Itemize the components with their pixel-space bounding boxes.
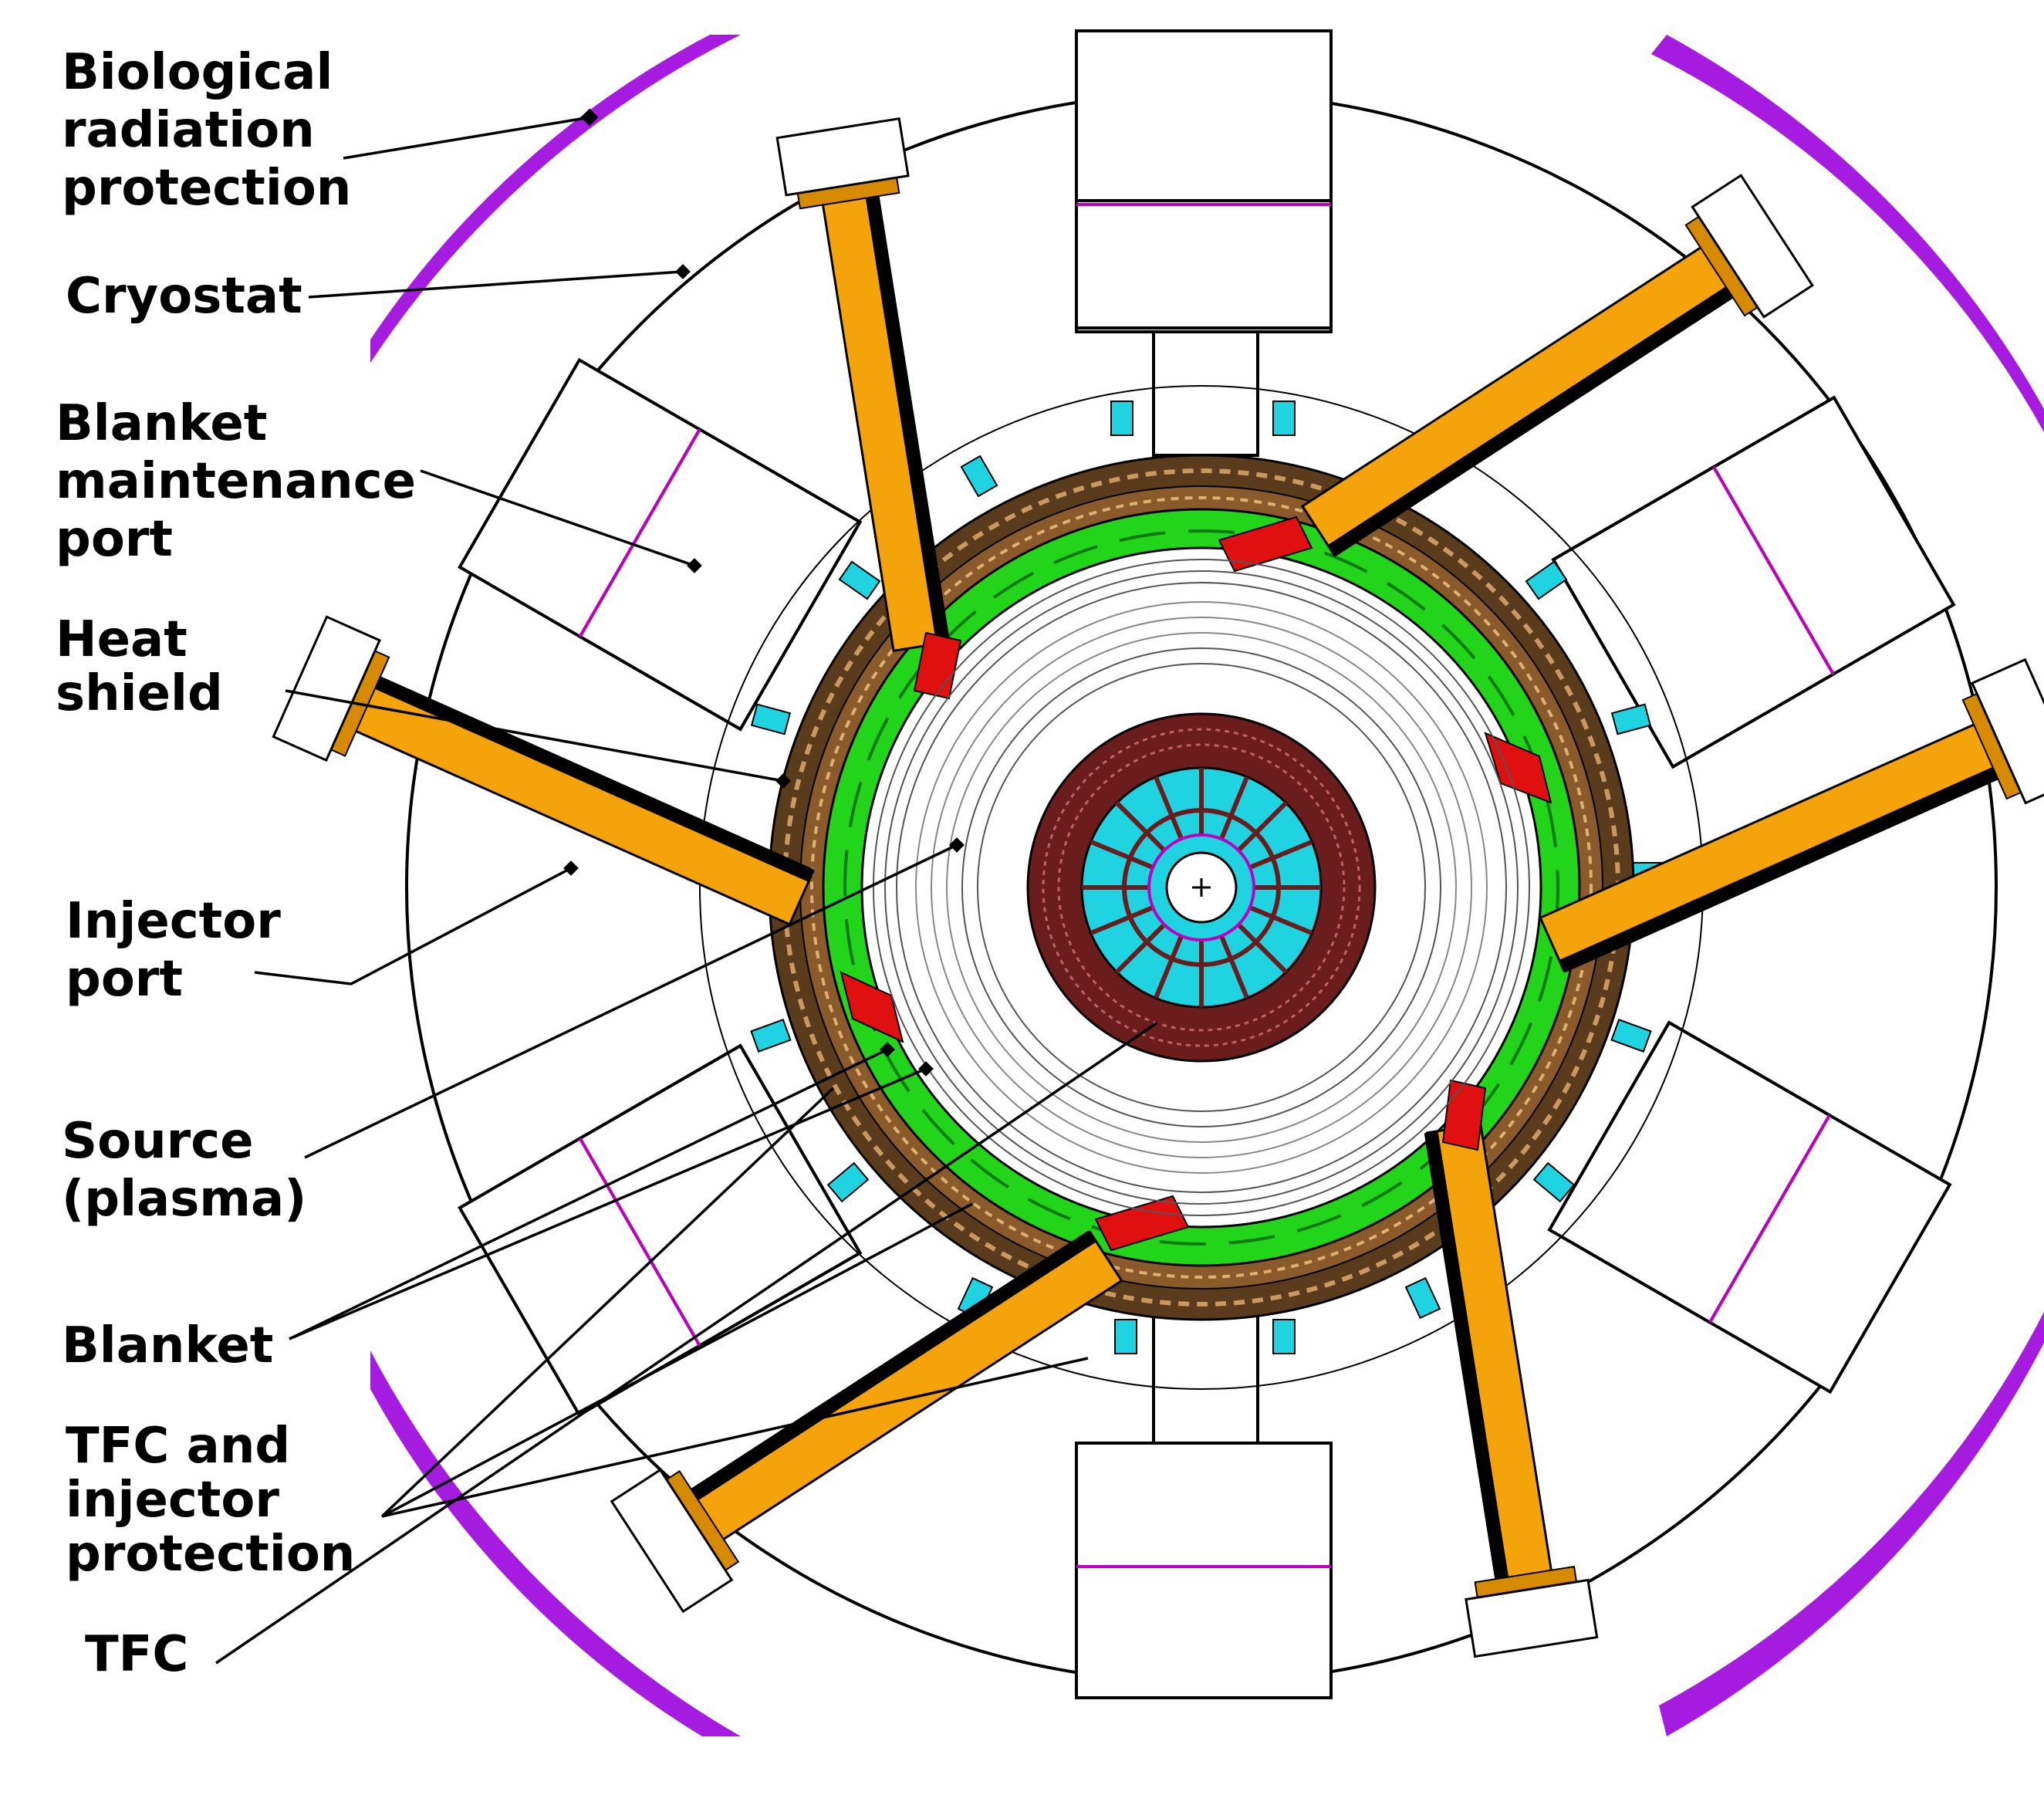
label-blanket: Blanket	[62, 1317, 273, 1374]
label-blanket-maintenance-port: Blanket maintenance port	[56, 395, 433, 568]
leader-lines	[215, 108, 1158, 1665]
tfc-segment-5	[1441, 1079, 1487, 1151]
leader-tfc-injector-3	[381, 1357, 1089, 1518]
label-tfc: TFC	[85, 1626, 188, 1683]
bio-shield-arc-bottom-right	[1659, 1312, 2044, 1736]
leader-source	[304, 843, 958, 1159]
leader-blanket-1	[289, 1048, 888, 1340]
tfc-segment-4	[840, 971, 904, 1043]
label-biological-radiation-protection: Biological radiation protection	[62, 44, 351, 217]
leader-heat-shield	[285, 689, 784, 783]
tfc-segment-1	[913, 631, 962, 700]
label-heat-shield: Heat shield	[56, 611, 223, 722]
label-injector-port: Injector port	[66, 893, 298, 1008]
label-source-plasma: Source (plasma)	[62, 1113, 306, 1228]
label-tfc-and-injector-protection: TFC and injector protection	[66, 1418, 355, 1583]
labels: Biological radiation protection Cryostat…	[56, 44, 433, 1683]
port-neck-top	[1152, 330, 1259, 457]
leader-injector-port	[254, 867, 572, 985]
leader-blanket-2	[289, 1067, 927, 1340]
biological-radiation-protection	[370, 35, 2044, 1736]
port-box-bottom-inner	[1075, 1442, 1333, 1568]
bio-shield-arc-top-right	[1651, 35, 2044, 432]
leader-blanket-maintenance	[420, 469, 695, 567]
leader-tfc-injector-1	[380, 1087, 835, 1518]
tfc-segment-3	[1484, 732, 1552, 804]
vacuum-vessel-rings	[873, 559, 1530, 1216]
leader-tfc	[215, 1021, 1158, 1665]
leader-tfc-injector-2	[381, 1202, 973, 1518]
leader-bio	[343, 116, 591, 160]
leader-cryostat	[308, 270, 684, 299]
tfc-segments	[840, 516, 1552, 1252]
port-neck-bottom	[1152, 1310, 1259, 1445]
label-cryostat: Cryostat	[66, 268, 302, 325]
tfc-segment-6	[1094, 1195, 1190, 1252]
port-box-top-inner	[1075, 199, 1333, 330]
